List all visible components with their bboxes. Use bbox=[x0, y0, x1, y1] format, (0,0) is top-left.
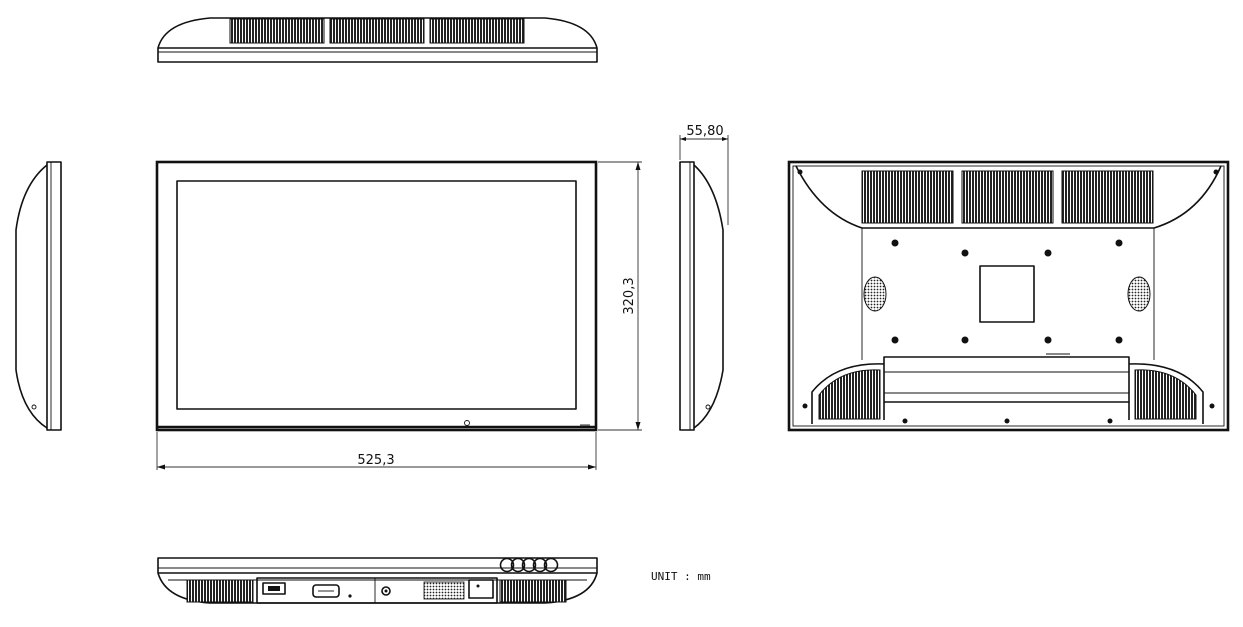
rear-vent-left bbox=[861, 170, 954, 224]
bottom-vent-right bbox=[499, 579, 567, 603]
top-vent-right bbox=[429, 18, 525, 44]
control-button-5 bbox=[543, 557, 559, 573]
top-vent-left bbox=[229, 18, 325, 44]
top-view bbox=[157, 17, 598, 63]
control-button-2 bbox=[510, 557, 526, 573]
right-side-view: 55,80 bbox=[679, 124, 729, 431]
audio-jack bbox=[381, 586, 391, 596]
front-view: 525,3 320,3 bbox=[155, 160, 642, 470]
height-dimension: 320,3 bbox=[598, 161, 642, 431]
bottom-io-grille bbox=[423, 581, 465, 600]
vga-connector bbox=[312, 584, 340, 598]
bottom-vent-left bbox=[186, 579, 254, 603]
control-button-1 bbox=[499, 557, 515, 573]
power-switch bbox=[468, 579, 494, 599]
depth-dimension-label: 55,80 bbox=[686, 124, 723, 139]
height-dimension-label: 320,3 bbox=[622, 277, 637, 314]
rear-vent-bottom-left bbox=[818, 369, 881, 420]
rear-vent-bottom-right bbox=[1134, 369, 1197, 420]
unit-label: UNIT : mm bbox=[651, 570, 711, 583]
width-dimension-label: 525,3 bbox=[357, 453, 394, 468]
left-side-view bbox=[15, 161, 62, 431]
top-vent-center bbox=[329, 18, 425, 44]
rear-vent-right bbox=[1061, 170, 1154, 224]
rear-view bbox=[787, 160, 1230, 432]
power-connector bbox=[262, 582, 286, 595]
width-dimension: 525,3 bbox=[156, 432, 597, 470]
vesa-plate bbox=[979, 265, 1035, 323]
control-button-4 bbox=[532, 557, 548, 573]
speaker-grille-right bbox=[1127, 276, 1151, 312]
bottom-view bbox=[157, 557, 598, 604]
depth-dimension: 55,80 bbox=[679, 124, 729, 225]
control-button-3 bbox=[521, 557, 537, 573]
rear-vent-center bbox=[961, 170, 1054, 224]
speaker-grille-left bbox=[863, 276, 887, 312]
